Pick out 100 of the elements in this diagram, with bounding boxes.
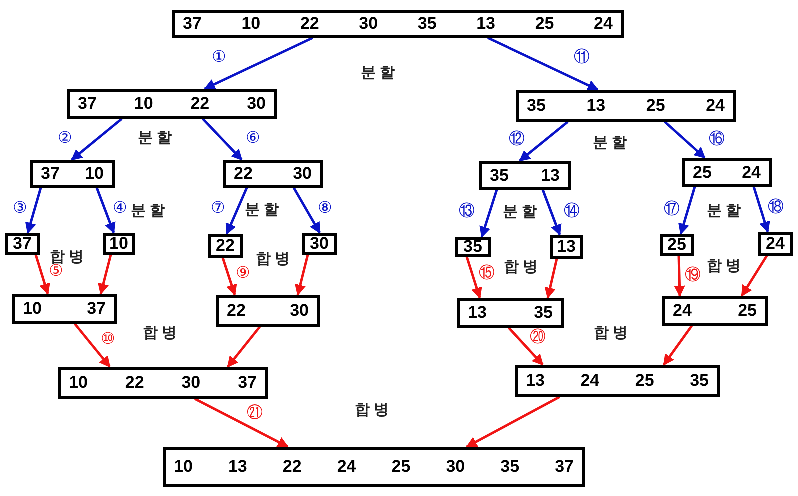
number: 13 xyxy=(586,96,606,116)
step-label: 분 할 xyxy=(592,134,628,152)
number: 13 xyxy=(228,457,248,477)
number: 24 xyxy=(706,96,725,116)
number-box xyxy=(67,89,277,119)
arrow xyxy=(740,255,768,297)
number-box xyxy=(5,233,40,255)
step-number: ⑮ xyxy=(479,266,495,282)
arrow xyxy=(508,327,544,366)
arrow xyxy=(292,187,322,234)
step-number: ⑫ xyxy=(509,132,525,148)
arrow xyxy=(674,256,686,298)
number: 37 xyxy=(87,299,106,319)
number-box xyxy=(103,233,135,255)
number-box xyxy=(479,161,571,190)
number: 13 xyxy=(526,371,545,391)
arrow xyxy=(227,326,261,368)
arrow xyxy=(542,190,562,236)
number-box xyxy=(455,237,491,257)
number: 24 xyxy=(673,301,692,321)
number-box xyxy=(208,234,243,258)
number-box xyxy=(58,367,268,399)
arrow xyxy=(34,254,50,296)
number: 25 xyxy=(535,14,554,34)
step-number: ㉑ xyxy=(247,406,263,422)
number: 25 xyxy=(693,162,712,182)
number: 24 xyxy=(594,14,613,34)
number: 37 xyxy=(41,164,60,184)
arrow xyxy=(222,258,238,296)
step-label: 합 병 xyxy=(50,248,84,266)
arrow xyxy=(678,186,696,236)
number: 30 xyxy=(290,301,309,321)
number: 30 xyxy=(310,234,329,254)
step-number: ⑳ xyxy=(530,330,546,346)
number-box xyxy=(515,365,720,397)
step-number: ⑬ xyxy=(459,204,475,220)
number: 30 xyxy=(182,373,201,393)
number: 37 xyxy=(183,14,202,34)
step-label: 분 할 xyxy=(360,64,396,82)
number: 13 xyxy=(468,303,487,323)
number: 25 xyxy=(738,301,757,321)
number: 13 xyxy=(476,14,496,34)
number-box xyxy=(172,10,624,38)
arrow xyxy=(71,118,123,161)
number: 22 xyxy=(234,164,253,184)
number-box xyxy=(550,235,583,259)
step-label: 합 병 xyxy=(504,258,538,276)
number: 37 xyxy=(555,457,574,477)
number: 30 xyxy=(247,94,266,114)
number: 25 xyxy=(668,235,686,255)
step-label: 분 할 xyxy=(138,128,172,148)
step-label: 분 할 xyxy=(706,202,742,220)
number-box xyxy=(30,160,115,188)
number: 10 xyxy=(134,94,154,114)
number: 24 xyxy=(337,457,356,477)
number: 25 xyxy=(392,457,411,477)
number: 35 xyxy=(490,166,509,186)
arrow xyxy=(519,121,569,162)
number: 37 xyxy=(78,94,97,114)
number: 10 xyxy=(23,299,42,319)
step-number: ⑲ xyxy=(685,268,701,284)
number: 35 xyxy=(464,237,482,257)
number: 35 xyxy=(527,96,546,116)
arrow xyxy=(466,256,482,300)
number: 10 xyxy=(242,14,261,34)
number: 13 xyxy=(557,237,576,257)
number: 22 xyxy=(300,14,320,34)
number-box xyxy=(12,294,117,324)
step-label: 합 병 xyxy=(142,324,178,342)
arrow xyxy=(202,118,243,161)
number: 22 xyxy=(216,236,235,256)
arrow xyxy=(204,36,314,90)
step-number: ⑭ xyxy=(564,204,580,220)
number: 22 xyxy=(227,301,246,321)
number-box xyxy=(758,232,793,256)
number: 22 xyxy=(125,373,144,393)
number: 35 xyxy=(534,303,553,323)
number: 10 xyxy=(174,457,193,477)
step-label: 분 할 xyxy=(244,200,280,220)
arrow xyxy=(664,121,706,159)
step-label: 합 병 xyxy=(256,250,290,268)
number: 10 xyxy=(110,234,128,254)
number: 37 xyxy=(13,234,32,254)
step-label: 합 병 xyxy=(354,400,390,420)
number: 35 xyxy=(690,371,709,391)
number-box xyxy=(682,158,772,187)
number-box xyxy=(223,160,323,188)
number: 30 xyxy=(446,457,466,477)
number: 22 xyxy=(190,94,210,114)
number: 30 xyxy=(293,164,312,184)
number-box xyxy=(302,233,337,255)
number: 10 xyxy=(85,164,104,184)
step-number: ⑯ xyxy=(709,132,725,148)
arrow xyxy=(466,396,561,448)
number: 35 xyxy=(418,14,437,34)
number-box xyxy=(660,234,694,256)
arrow xyxy=(226,188,248,236)
arrow xyxy=(544,258,558,300)
step-label: 합 병 xyxy=(706,256,742,276)
arrow xyxy=(25,188,42,234)
